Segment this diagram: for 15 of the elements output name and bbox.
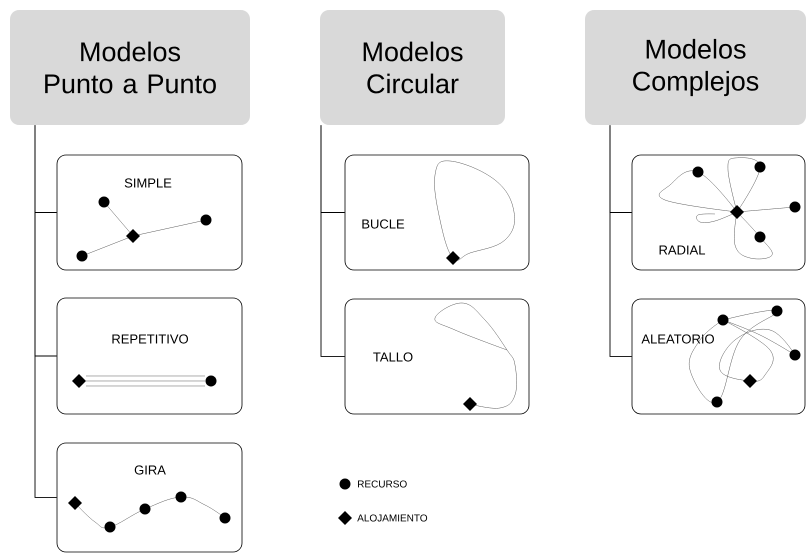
header-box: Modelos Punto a Punto [10, 10, 250, 125]
model-box: GIRA [56, 442, 242, 552]
header-box: Modelos Complejos [585, 10, 806, 125]
legend-label: RECURSO [358, 480, 407, 488]
tree-connector [610, 124, 632, 357]
legend-label: ALOJAMIENTO [357, 514, 428, 522]
model-box: BUCLE [344, 154, 530, 270]
header-box: Modelos Circular [320, 10, 505, 125]
tree-connector [34, 124, 58, 498]
tree-connector [320, 124, 346, 357]
model-box: REPETITIVO [56, 298, 242, 414]
model-box: RADIAL [632, 154, 806, 270]
model-box: ALEATORIO [632, 298, 806, 414]
model-box: TALLO [344, 298, 530, 414]
model-box: SIMPLE [56, 154, 242, 270]
